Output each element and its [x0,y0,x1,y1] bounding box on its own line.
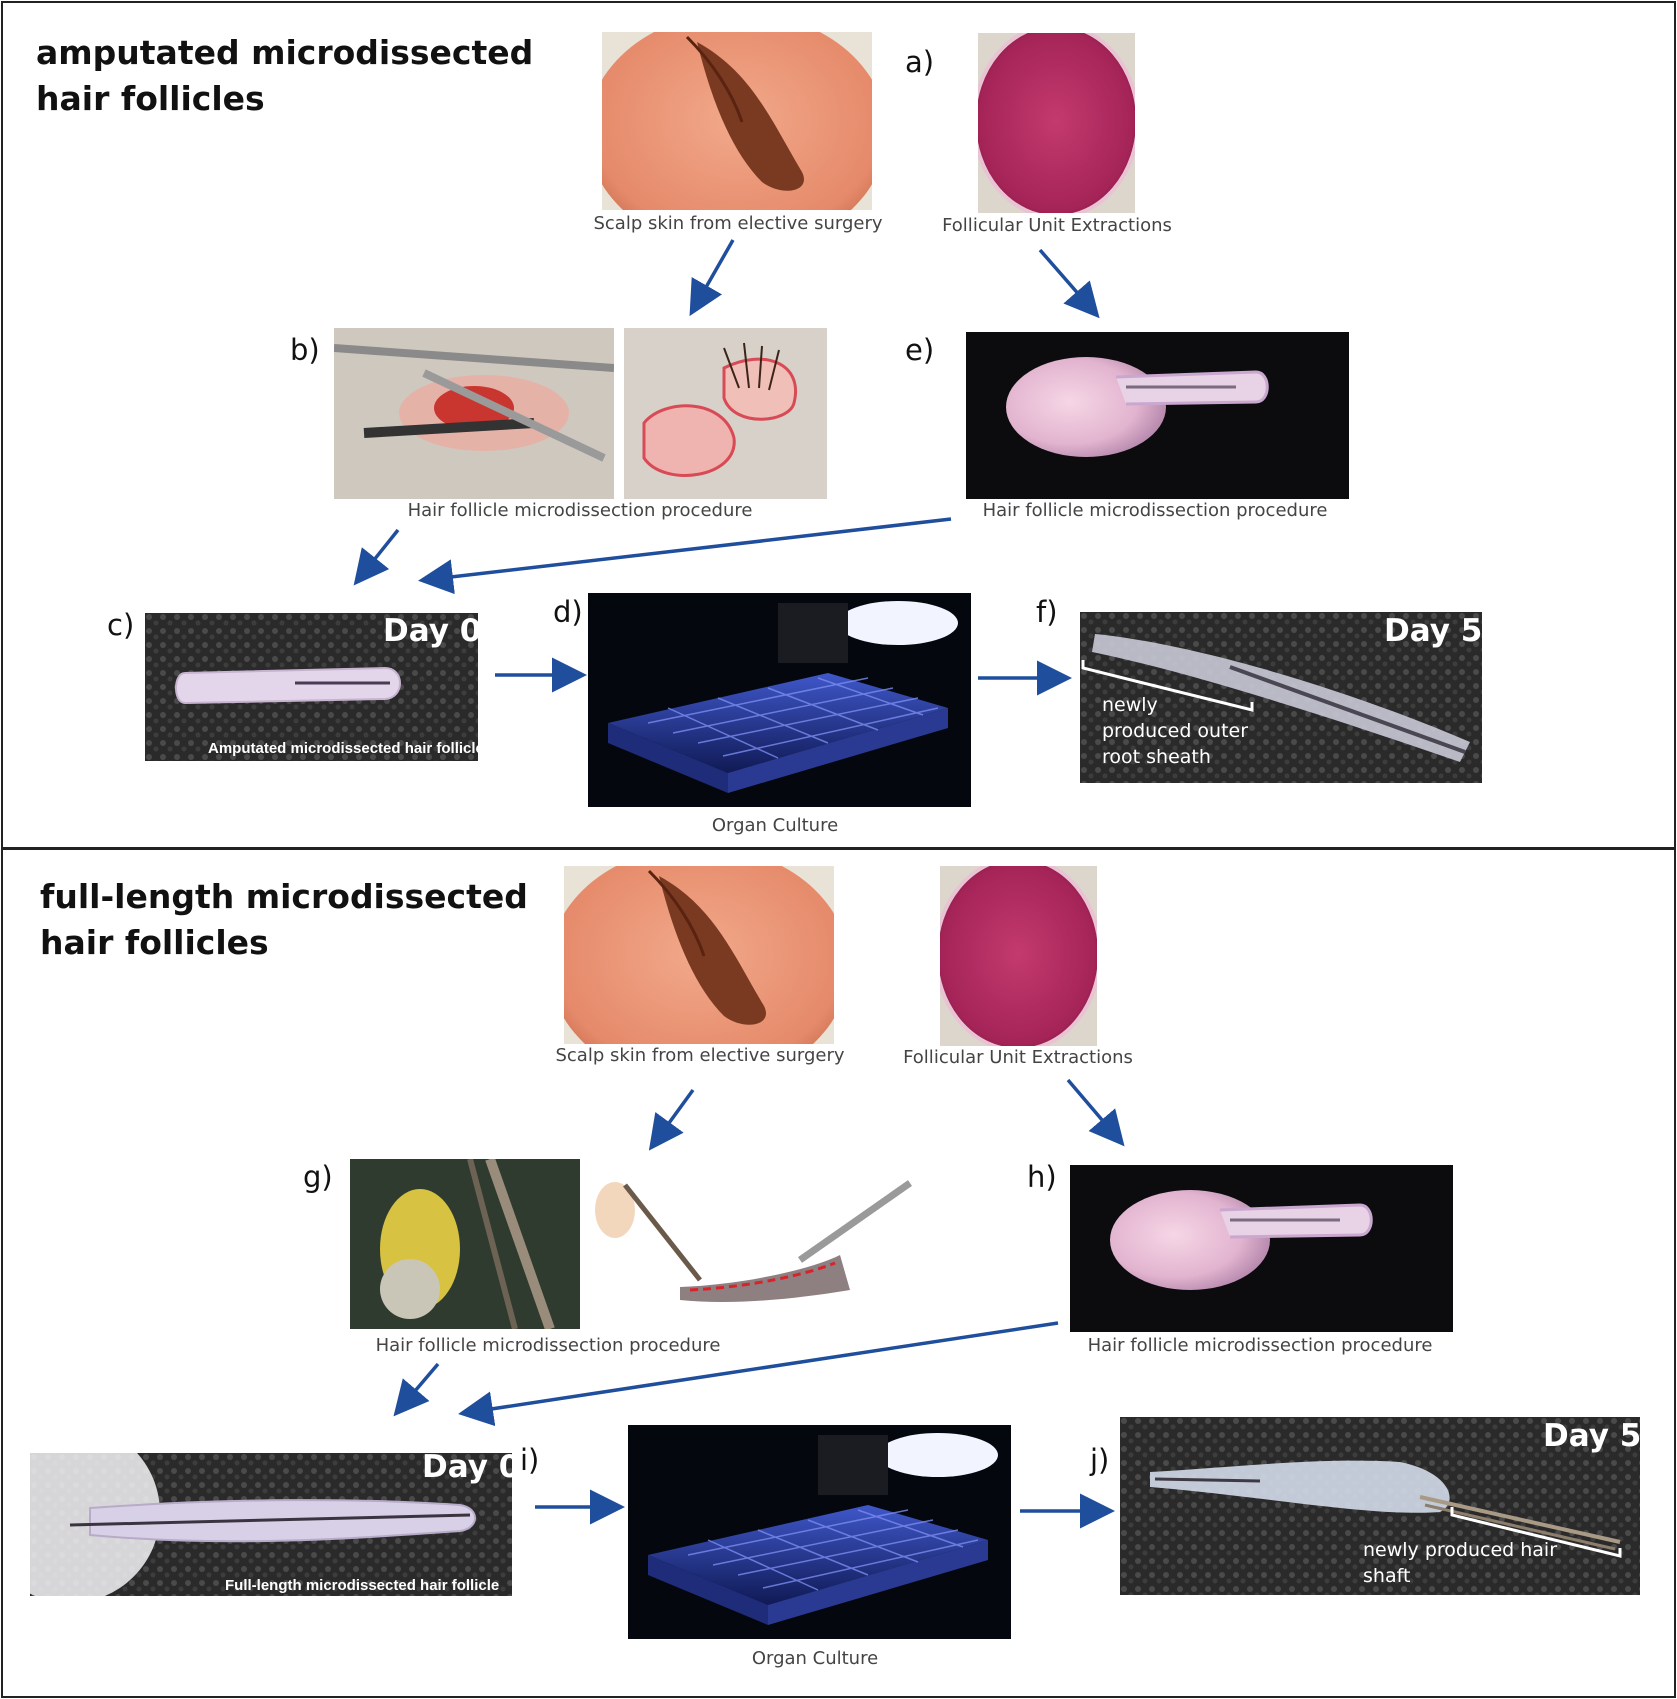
amputated-follicle-day0-photo [145,613,478,761]
bottom-proc-left-caption: Hair follicle microdissection procedure [375,1335,721,1356]
top-label-a: a) [905,45,935,79]
bottom-panel-title: full-length microdissected hair follicle… [40,877,528,962]
skin-pieces-photo [624,328,827,499]
fue-follicle-photo-bottom [1070,1165,1453,1332]
top-proc-left-caption: Hair follicle microdissection procedure [407,500,753,521]
bottom-day0-label: Day 0 [422,1449,521,1485]
top-label-b: b) [290,333,320,367]
top-panel-title: amputated microdissected hair follicles [36,33,534,118]
bottom-annotation-hair-shaft: newly produced hair shaft [1363,1539,1558,1587]
follicle-dissection-diagram-photo [590,1175,912,1315]
scalp-skin-photo [602,32,872,210]
bottom-scalp-caption: Scalp skin from elective surgery [555,1045,845,1066]
top-scalp-caption: Scalp skin from elective surgery [593,213,883,234]
top-organ-caption: Organ Culture [711,815,839,836]
bottom-organ-caption: Organ Culture [751,1648,879,1669]
fue-dish-photo [978,33,1135,213]
top-label-c: c) [107,608,135,642]
fue-follicle-photo-top [966,332,1349,499]
organ-culture-plate-photo-bottom [628,1425,1011,1639]
top-day5-label: Day 5 [1384,613,1483,649]
bottom-label-j: j) [1090,1443,1110,1477]
top-fue-caption: Follicular Unit Extractions [942,215,1172,236]
bottom-day5-label: Day 5 [1543,1418,1642,1454]
top-proc-right-caption: Hair follicle microdissection procedure [982,500,1328,521]
bottom-proc-right-caption: Hair follicle microdissection procedure [1087,1335,1433,1356]
follicle-dissection-closeup-photo [350,1159,580,1329]
organ-culture-plate-photo-top [588,593,971,807]
full-length-follicle-caption: Full-length microdissected hair follicle [225,1577,500,1594]
fue-dish-photo-bottom [940,866,1097,1046]
bottom-panel [1,848,1676,1698]
top-label-e: e) [905,333,935,367]
bottom-fue-caption: Follicular Unit Extractions [903,1047,1133,1068]
scalp-skin-photo-bottom [564,866,834,1044]
bottom-label-h: h) [1027,1160,1057,1194]
microdissection-forceps-photo [334,328,614,499]
top-label-d: d) [553,595,583,629]
top-annotation-outer-root-sheath: newly produced outer root sheath [1102,694,1249,768]
bottom-label-g: g) [303,1160,333,1194]
amputated-follicle-caption: Amputated microdissected hair follicle [208,740,484,757]
full-length-follicle-day0-photo [30,1453,512,1596]
top-label-f: f) [1036,595,1058,629]
bottom-label-i: i) [520,1443,540,1477]
top-day0-label: Day 0 [383,613,482,649]
